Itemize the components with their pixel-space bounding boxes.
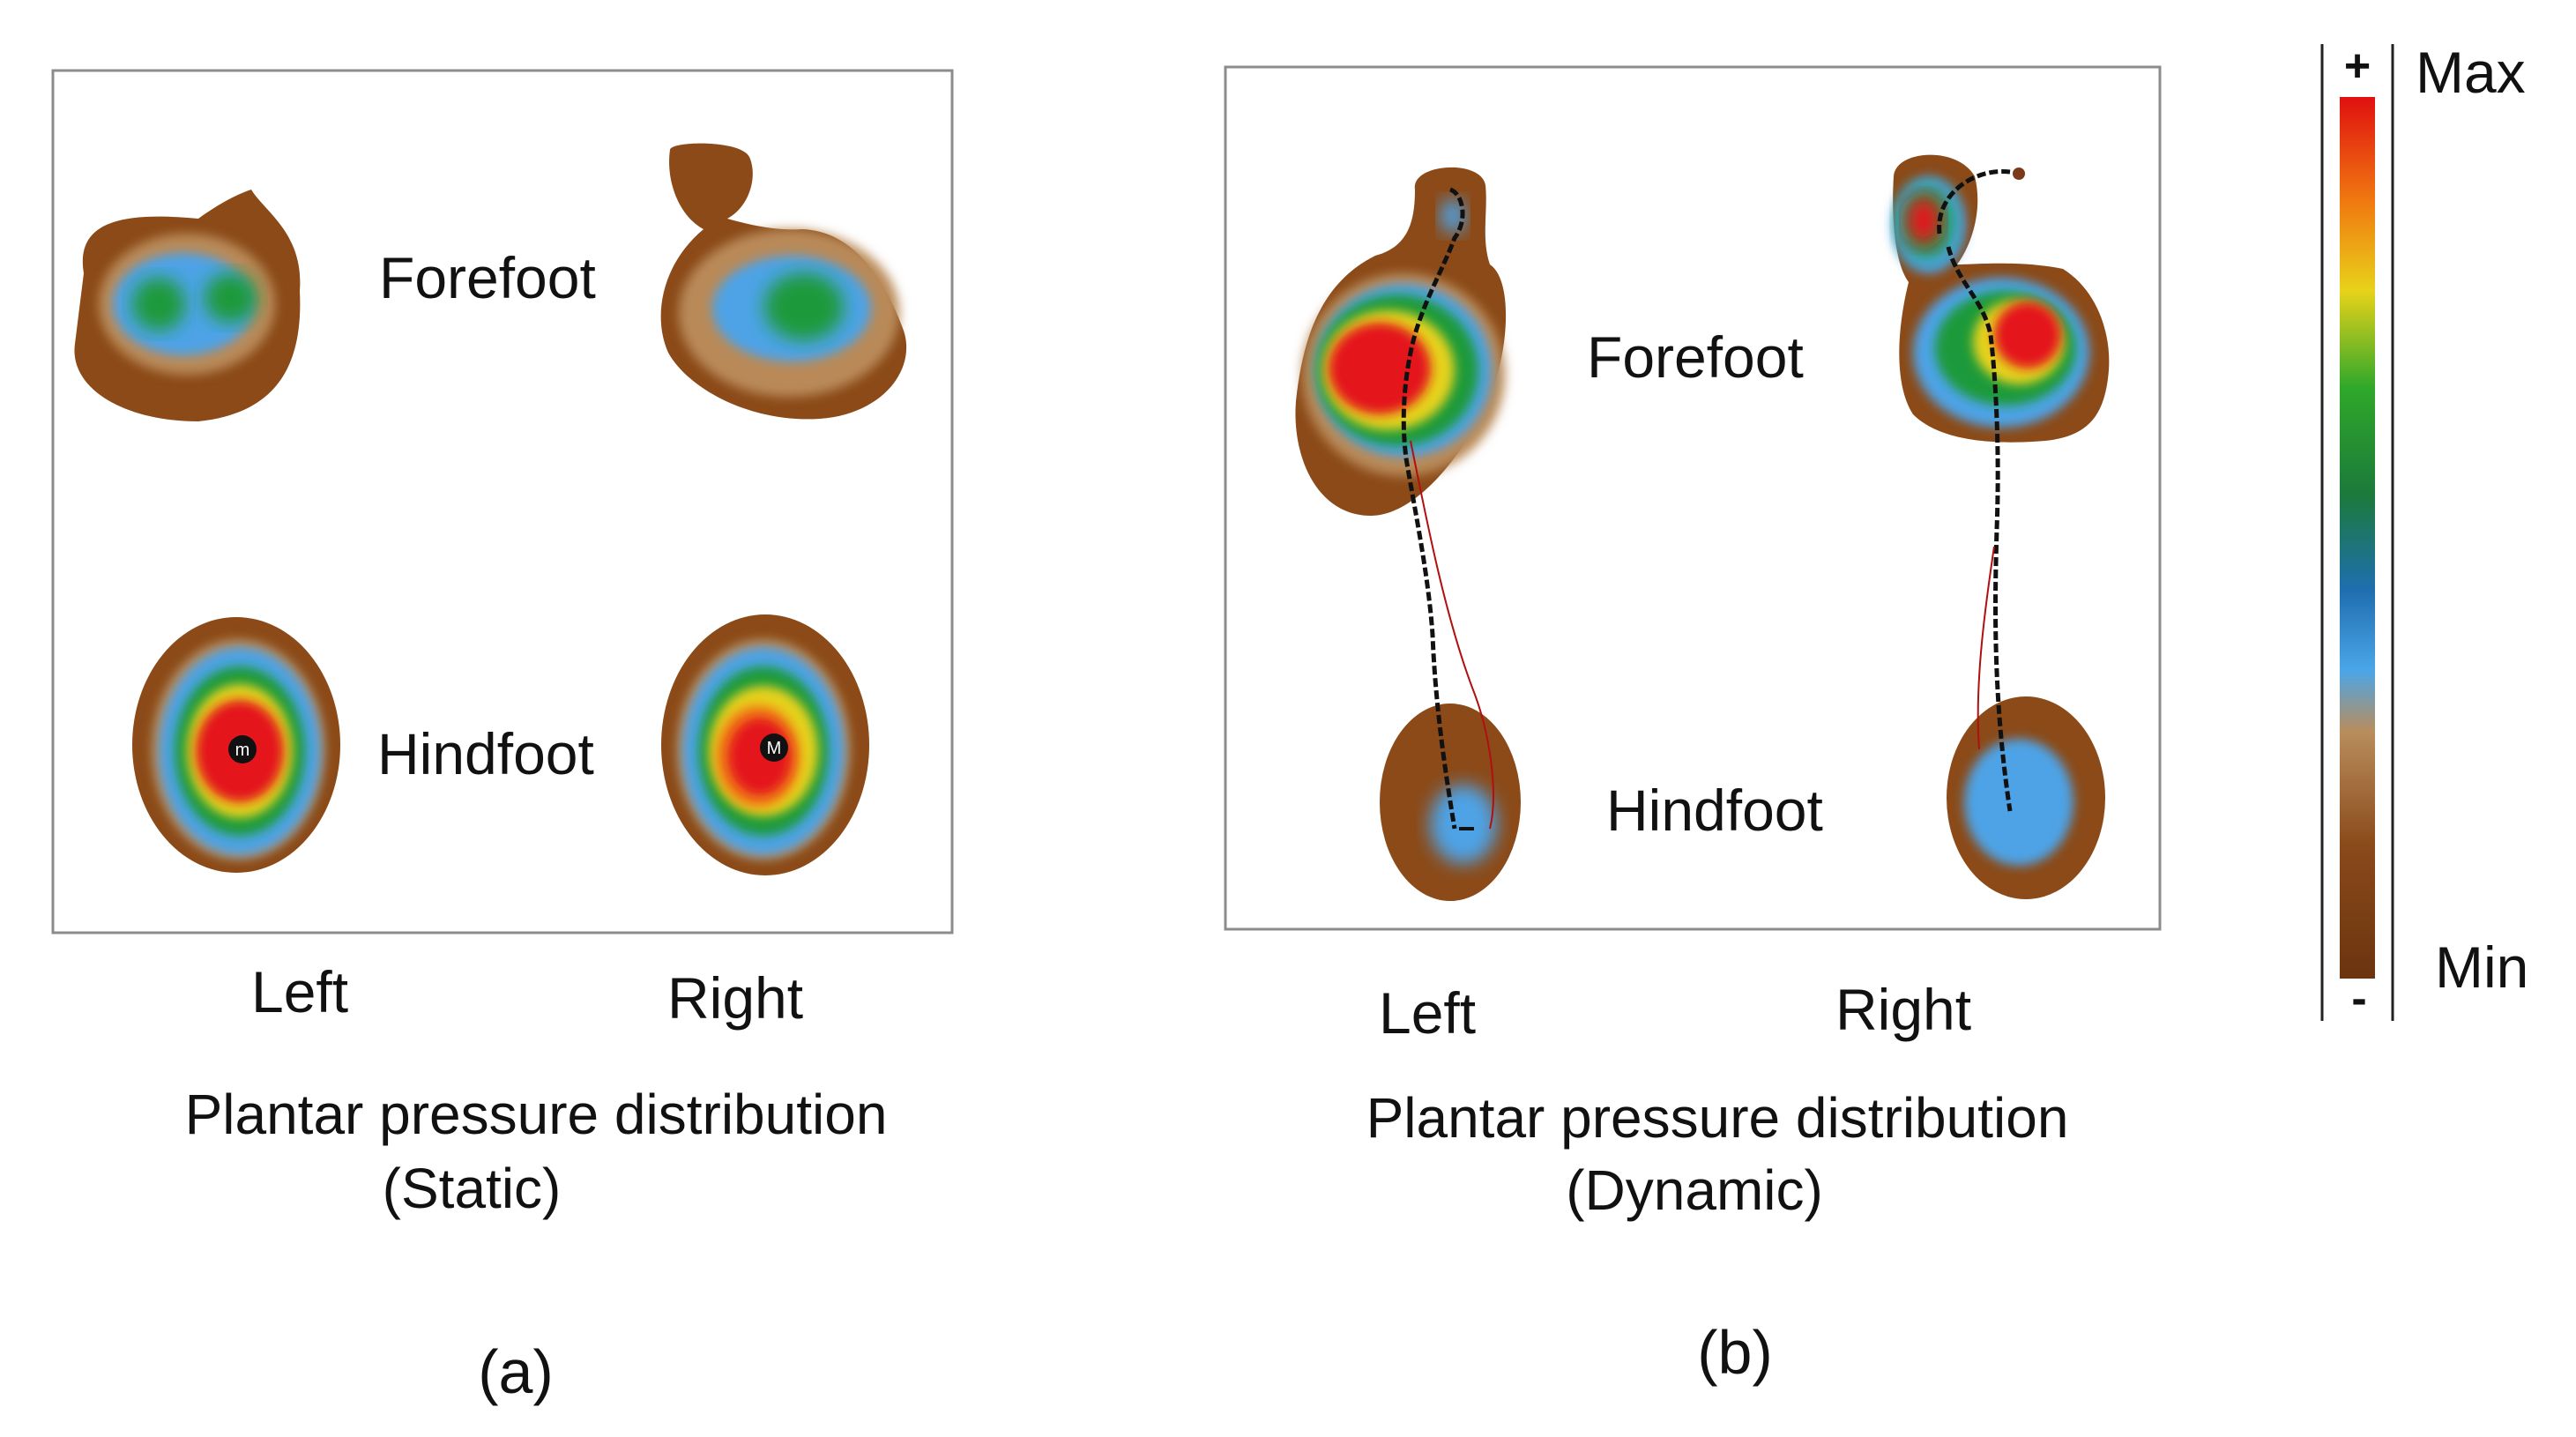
dynamic-forefoot-label: Forefoot [1587,324,1804,390]
static-right-hindfoot-blob: M [661,614,869,875]
static-forefoot-label: Forefoot [379,245,596,310]
panel-dynamic: Forefoot Hindfoot Left Right Plantar pre… [1224,65,2162,1387]
dynamic-caption-line1: Plantar pressure distribution [1366,1086,2069,1150]
panel-a-tag: (a) [478,1337,554,1406]
static-right-label: Right [667,965,803,1031]
static-right-marker: M [767,739,782,758]
static-left-label: Left [251,959,348,1024]
legend-min-label: Min [2435,934,2528,1000]
legend-max-label: Max [2416,40,2526,105]
cop-trajectories [1401,168,2025,830]
legend-color-bar [2340,97,2375,979]
dynamic-right-forefoot-blob [1892,154,2110,443]
panel-b-tag: (b) [1697,1318,1773,1387]
legend-plus-sign: + [2344,41,2371,92]
static-left-forefoot-blob [74,190,301,421]
dynamic-right-label: Right [1835,977,1971,1042]
static-right-forefoot-blob [660,143,907,420]
static-left-hindfoot-blob: m [132,617,340,873]
dynamic-left-forefoot-blob [1295,167,1507,516]
dynamic-right-hindfoot-blob [1947,696,2105,899]
panel-static: m M Forefoot Hindfoot Left Right Plantar… [51,69,954,1406]
pressure-legend: + - Max Min [2320,40,2528,1024]
dynamic-left-label: Left [1379,980,1476,1046]
dynamic-caption-line2: (Dynamic) [1566,1158,1823,1222]
legend-minus-sign: - [2351,973,2366,1024]
dynamic-hindfoot-label: Hindfoot [1606,778,1823,843]
static-caption-line1: Plantar pressure distribution [185,1083,888,1146]
static-caption-line2: (Static) [383,1157,562,1220]
static-hindfoot-label: Hindfoot [377,721,594,786]
static-left-marker: m [235,741,250,760]
